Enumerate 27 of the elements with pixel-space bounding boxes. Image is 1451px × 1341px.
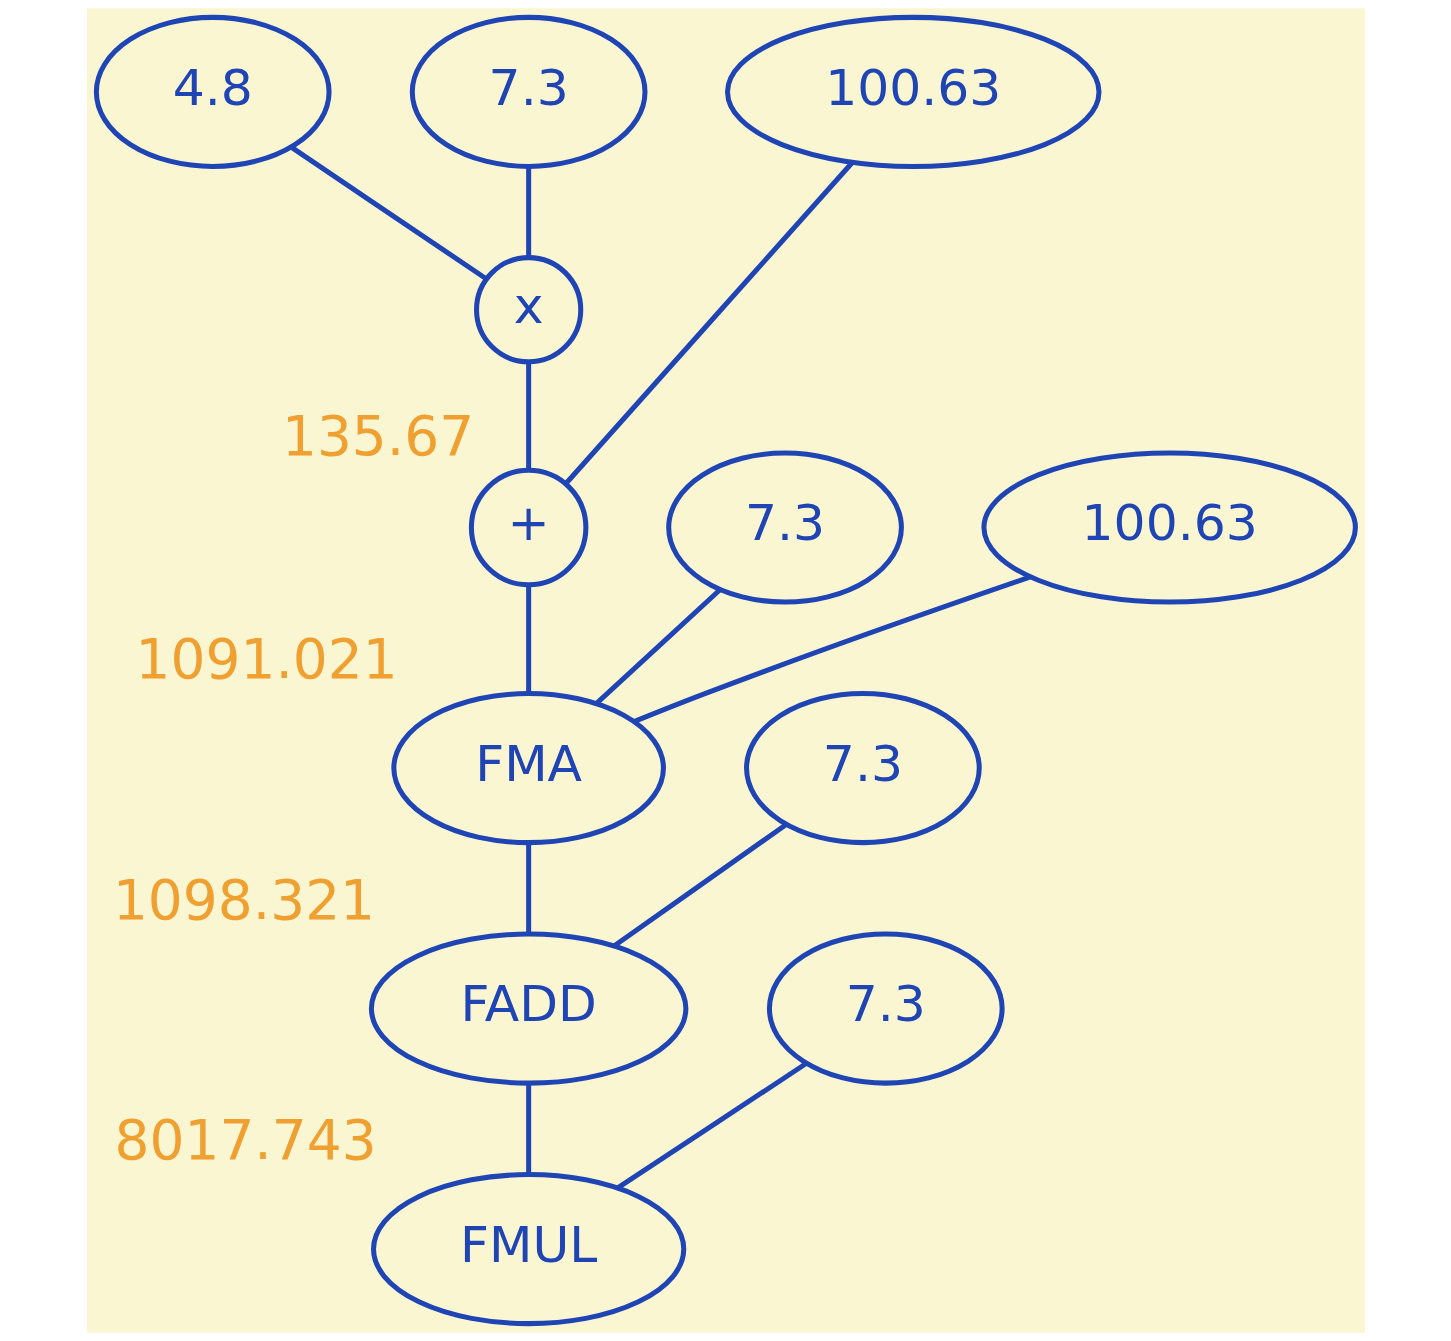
connector [525, 843, 531, 934]
node-circle: + [468, 467, 588, 588]
connector [594, 588, 721, 706]
node-ellipse: 7.3 [743, 691, 982, 846]
node-ellipse: 100.63 [724, 14, 1101, 169]
connector [633, 574, 1031, 724]
node-ellipse: FADD [368, 931, 688, 1086]
node-ellipse: 100.63 [980, 450, 1358, 605]
connector [612, 822, 788, 948]
connector [525, 1083, 531, 1174]
node-ellipse: FMA [390, 691, 666, 846]
node-ellipse: 7.3 [665, 450, 904, 605]
node-label: 135.67 [281, 404, 474, 469]
connector [615, 1061, 808, 1191]
node-ellipse: 7.3 [766, 931, 1005, 1086]
node-ellipse: 7.3 [409, 14, 647, 169]
node-circle: x [473, 255, 583, 365]
node-label: 8017.743 [114, 1108, 377, 1173]
node-label: 1091.021 [135, 627, 398, 692]
node-ellipse: FMUL [370, 1172, 686, 1327]
connector [563, 160, 854, 486]
node-ellipse: 4.8 [93, 14, 332, 169]
connector [525, 166, 531, 258]
connector [289, 145, 488, 282]
connector [525, 584, 531, 694]
connector [525, 361, 531, 469]
node-label: 1098.321 [112, 867, 375, 932]
